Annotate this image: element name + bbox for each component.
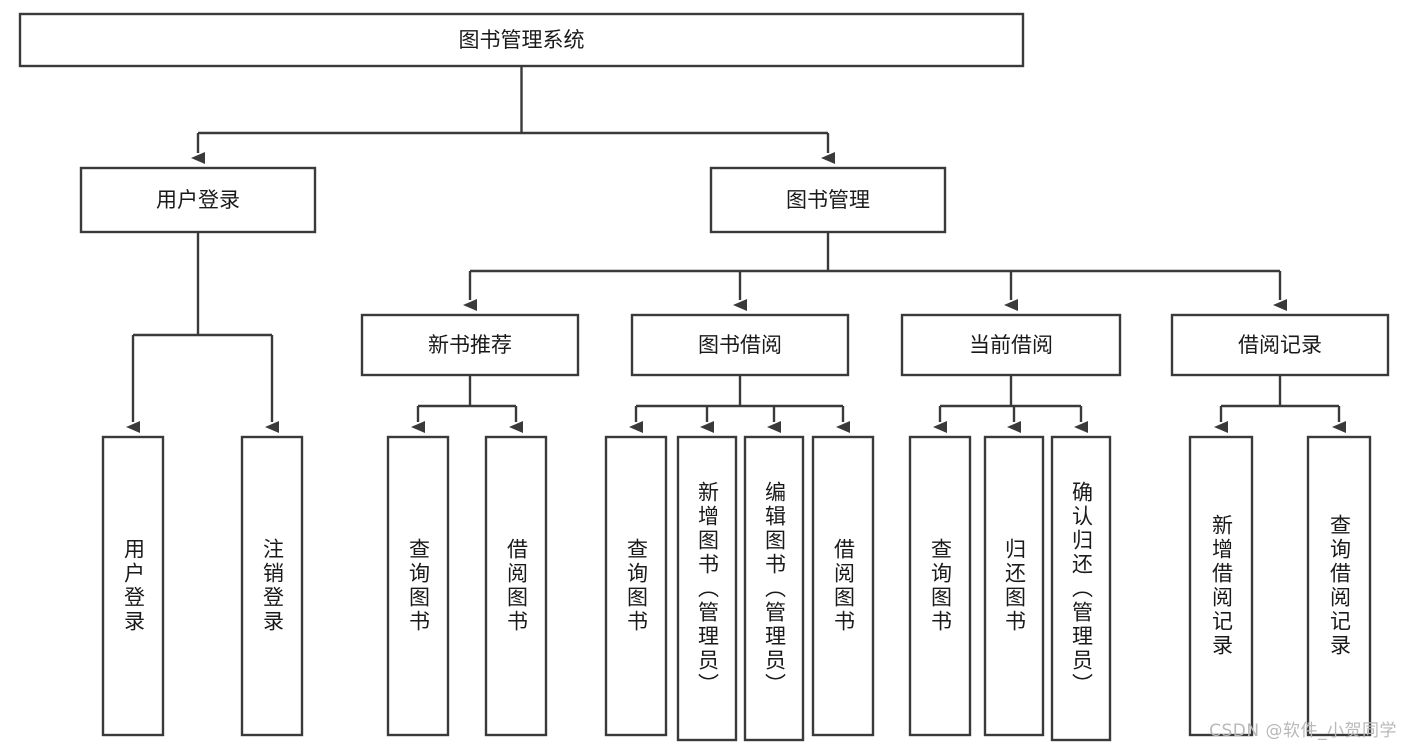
- node-box-leaf-nb-query[interactable]: [386, 435, 450, 737]
- node-label-current: 当前借阅: [969, 333, 1053, 357]
- node-box-leaf-user-logout[interactable]: [240, 435, 304, 737]
- node-label-root: 图书管理系统: [459, 28, 585, 52]
- node-box-leaf-bo-add[interactable]: [676, 435, 738, 742]
- node-box-root[interactable]: [18, 12, 1025, 68]
- node-box-leaf-user-login[interactable]: [101, 435, 165, 737]
- connector-layer: [126, 66, 1346, 433]
- node-label-borrow: 图书借阅: [698, 333, 782, 357]
- node-box-newbook[interactable]: [360, 313, 580, 377]
- node-box-layer: [18, 12, 1390, 742]
- node-box-login[interactable]: [79, 166, 317, 234]
- node-label-newbook: 新书推荐: [428, 333, 512, 357]
- node-label-records: 借阅记录: [1238, 333, 1322, 357]
- node-box-leaf-cu-confirm[interactable]: [1050, 435, 1112, 742]
- node-box-borrow[interactable]: [630, 313, 850, 377]
- node-box-leaf-bo-borrow[interactable]: [811, 435, 875, 737]
- node-box-leaf-nb-borrow[interactable]: [484, 435, 548, 737]
- node-label-bookmgmt: 图书管理: [786, 188, 870, 212]
- watermark: CSDN @软件_小贺同学: [1209, 721, 1397, 741]
- node-box-leaf-cu-query[interactable]: [908, 435, 972, 737]
- node-box-records[interactable]: [1170, 313, 1390, 377]
- node-box-leaf-cu-return[interactable]: [983, 435, 1045, 737]
- node-box-leaf-re-add[interactable]: [1188, 435, 1254, 737]
- node-label-login: 用户登录: [156, 188, 240, 212]
- node-box-leaf-bo-query[interactable]: [604, 435, 668, 737]
- node-box-current[interactable]: [900, 313, 1122, 377]
- node-box-leaf-re-query[interactable]: [1306, 435, 1372, 737]
- node-box-bookmgmt[interactable]: [709, 166, 947, 234]
- node-box-leaf-bo-edit[interactable]: [743, 435, 805, 742]
